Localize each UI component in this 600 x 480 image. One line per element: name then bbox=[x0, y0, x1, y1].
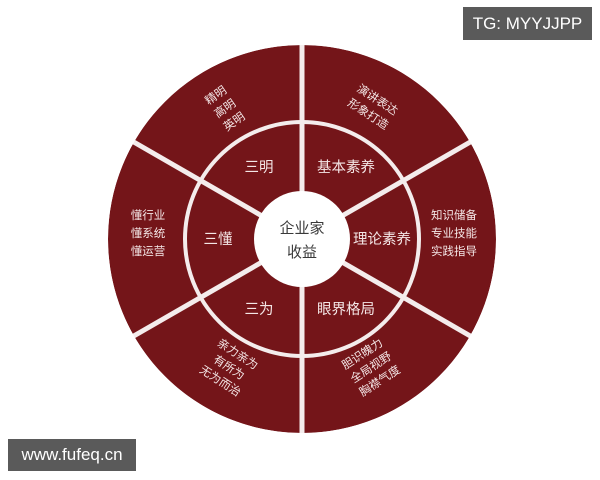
inner-label-sanming: 三明 bbox=[245, 160, 274, 176]
center-label-line2: 收益 bbox=[287, 243, 317, 261]
outer-item: 实践指导 bbox=[431, 244, 477, 258]
inner-label-basic-literacy: 基本素养 bbox=[317, 159, 375, 176]
outer-item: 懂运营 bbox=[131, 244, 166, 258]
outer-group-sandong: 懂行业 懂系统 懂运营 bbox=[131, 208, 166, 258]
outer-item: 懂行业 bbox=[131, 208, 166, 222]
outer-item: 专业技能 bbox=[431, 226, 477, 240]
outer-item: 知识储备 bbox=[431, 208, 477, 222]
inner-label-vision-pattern: 眼界格局 bbox=[317, 301, 375, 318]
inner-label-theory-literacy: 理论素养 bbox=[353, 231, 411, 248]
watermark-site: www.fufeq.cn bbox=[8, 439, 136, 471]
outer-item: 懂系统 bbox=[131, 226, 166, 240]
center-circle bbox=[254, 191, 350, 287]
watermark-tg: TG: MYYJJPP bbox=[463, 7, 592, 40]
inner-label-sanwei: 三为 bbox=[245, 301, 274, 318]
outer-group-theory-literacy: 知识储备 专业技能 实践指导 bbox=[431, 208, 477, 258]
inner-label-sandong: 三懂 bbox=[204, 231, 233, 248]
center-label-line1: 企业家 bbox=[279, 219, 324, 237]
